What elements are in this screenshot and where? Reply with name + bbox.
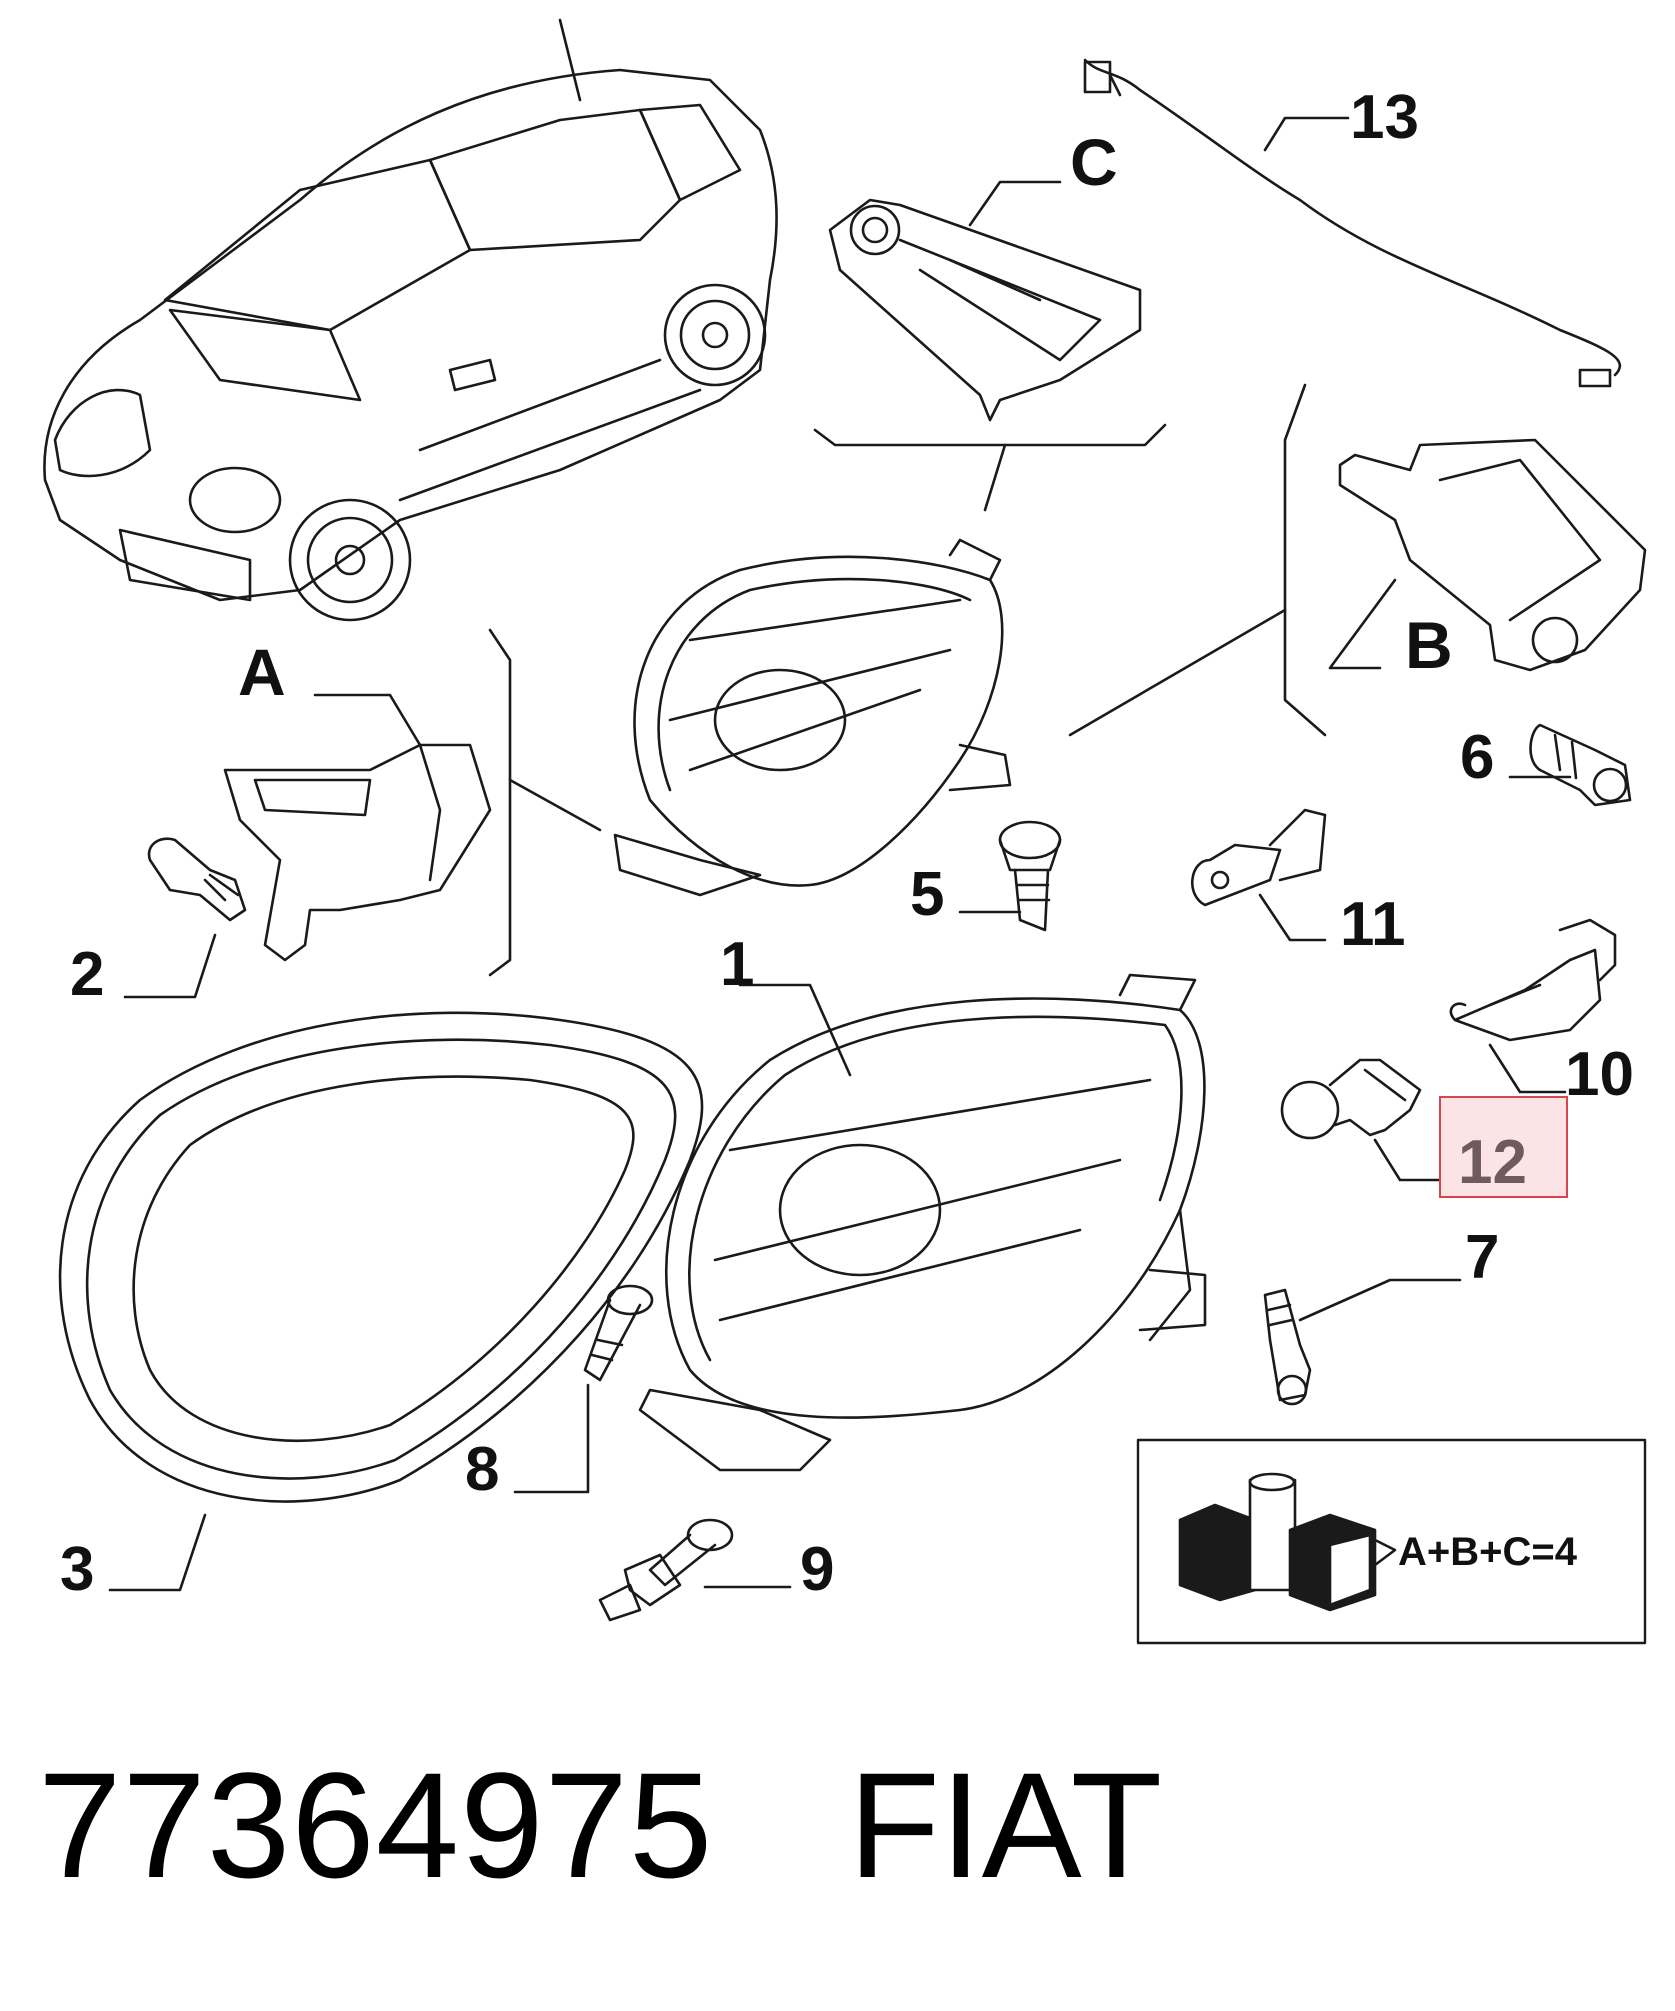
leader-line-c xyxy=(968,180,1062,227)
clip-9 xyxy=(598,1518,734,1622)
callout-9: 9 xyxy=(800,1535,834,1604)
group-b-pointer xyxy=(1068,608,1287,737)
group-b-bracket-line xyxy=(1283,383,1327,737)
parts-diagram: 1 2 3 5 6 7 8 9 10 11 12 13 A B C A+B+C=… xyxy=(43,18,1647,1645)
screw-6 xyxy=(1529,723,1632,807)
leader-line-13 xyxy=(1263,116,1350,152)
leader-line-1 xyxy=(738,983,852,1077)
bulb-11 xyxy=(1190,808,1327,907)
callout-11: 11 xyxy=(1340,890,1406,959)
bulb-10 xyxy=(1449,918,1617,1042)
leader-lines xyxy=(108,116,1572,1592)
headlamp-assembly-1 xyxy=(638,973,1207,1472)
leader-line-8 xyxy=(513,1383,590,1494)
part-number: 77364975 xyxy=(38,1741,714,1909)
leader-line-b xyxy=(1328,578,1397,670)
screw-5 xyxy=(998,820,1062,932)
group-c-pointer xyxy=(983,443,1007,512)
leader-line-12 xyxy=(1373,1138,1442,1182)
group-c-bracket-line xyxy=(813,423,1167,447)
callout-c: C xyxy=(1070,125,1118,199)
callout-a: A xyxy=(238,635,286,709)
callout-8: 8 xyxy=(465,1435,499,1504)
headlamp-upper-view xyxy=(613,538,1012,897)
kit-box xyxy=(1136,1438,1647,1645)
group-a-bracket-line-upper xyxy=(488,628,512,977)
kit-icon xyxy=(1178,1472,1397,1612)
leader-line-2 xyxy=(123,933,217,999)
headlamp-seal-3 xyxy=(58,1011,704,1503)
screw-7 xyxy=(1263,1288,1312,1406)
callout-3: 3 xyxy=(60,1535,94,1604)
bracket-c xyxy=(828,198,1142,422)
kit-formula: A+B+C=4 xyxy=(1398,1530,1578,1574)
group-a-pointer xyxy=(508,778,602,832)
callout-13: 13 xyxy=(1350,83,1419,152)
callout-12: 12 xyxy=(1458,1128,1527,1197)
callout-6: 6 xyxy=(1460,723,1494,792)
callout-5: 5 xyxy=(910,860,944,929)
highlight-box-12 xyxy=(1439,1096,1568,1198)
callout-1: 1 xyxy=(720,930,754,999)
bracket-a xyxy=(223,743,492,962)
callout-7: 7 xyxy=(1465,1223,1499,1292)
leader-line-a xyxy=(313,693,422,747)
callout-2: 2 xyxy=(70,940,104,1009)
callout-b: B xyxy=(1405,608,1453,682)
bracket-b xyxy=(1338,438,1647,672)
leader-line-3 xyxy=(108,1513,207,1592)
bulb-12 xyxy=(1280,1058,1422,1140)
car-illustration xyxy=(43,18,778,622)
brand-name: FIAT xyxy=(848,1741,1163,1909)
screw-8 xyxy=(583,1284,654,1382)
callout-10: 10 xyxy=(1565,1040,1634,1109)
wiring-harness-13 xyxy=(1083,58,1622,388)
callout-labels: 1 2 3 5 6 7 8 9 10 11 12 13 A B C A+B+C=… xyxy=(60,83,1634,1604)
screw-2 xyxy=(147,837,247,922)
leader-line-10 xyxy=(1488,1043,1567,1094)
leader-line-11 xyxy=(1258,893,1327,942)
leader-line-7 xyxy=(1298,1278,1462,1322)
